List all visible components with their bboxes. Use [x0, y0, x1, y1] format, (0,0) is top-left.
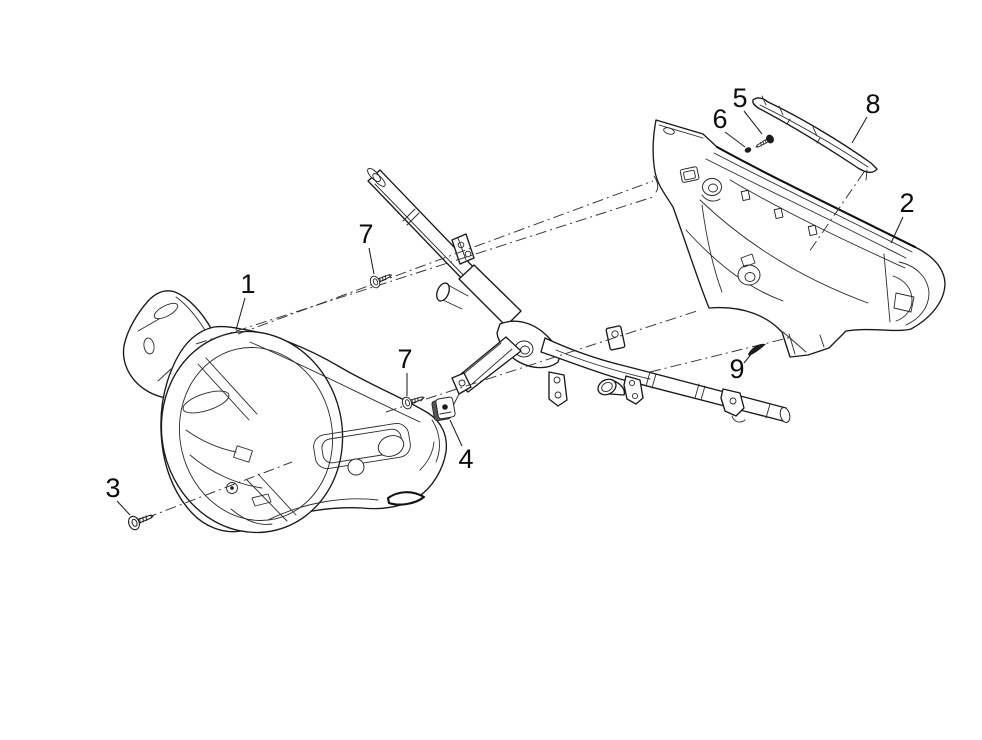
leader-line-6	[724, 131, 746, 148]
part-callout-7a: 7	[358, 219, 373, 249]
alignment-axis	[808, 171, 865, 253]
leader-line-2	[890, 216, 904, 244]
rear-cover-part2	[652, 119, 946, 358]
leader-line-9	[743, 352, 753, 364]
pin-part9	[748, 343, 766, 356]
screw-part3	[128, 514, 154, 531]
leader-line-8	[851, 116, 868, 144]
leader-line-1	[235, 297, 246, 331]
leader-line-3	[116, 500, 131, 516]
screw-part7-upper	[369, 274, 393, 289]
handlebar-assembly	[367, 167, 791, 423]
alignment-axis	[237, 180, 654, 335]
alignment-axes	[145, 171, 865, 519]
alignment-axis	[385, 309, 701, 413]
alignment-axis	[195, 195, 657, 345]
part-callout-5: 5	[732, 83, 747, 113]
trim-strip-part8	[752, 95, 878, 181]
part-callout-2: 2	[899, 188, 914, 218]
callouts: 1 2 3 4 56 7 7 8 9	[105, 83, 915, 516]
leader-line-7a	[368, 247, 375, 275]
part-callout-7b: 7	[397, 344, 412, 374]
screw-part5	[755, 134, 774, 148]
leader-line-4	[449, 419, 463, 447]
alignment-axis	[649, 336, 793, 373]
part-callout-1: 1	[240, 269, 255, 299]
nut-part6	[744, 147, 752, 153]
screw-part7-lower	[401, 396, 425, 410]
part-callout-4: 4	[458, 444, 473, 474]
front-cover-part1	[122, 290, 448, 534]
alignment-axis	[145, 461, 293, 519]
part-callout-8: 8	[865, 89, 880, 119]
part-callout-9: 9	[729, 354, 744, 384]
part-callout-3: 3	[105, 473, 120, 503]
leader-line-5	[743, 110, 763, 135]
clip-part4	[431, 396, 456, 422]
part-callout-6: 6	[712, 104, 727, 134]
